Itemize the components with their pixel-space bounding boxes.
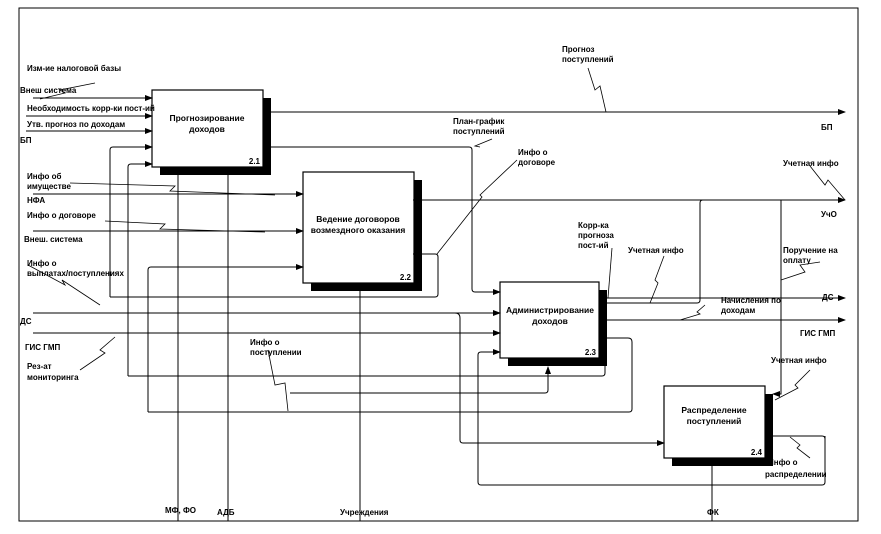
label-prognoz: Прогноз	[562, 45, 594, 54]
label-vnesh-sistema-2: Внеш. система	[24, 235, 83, 244]
label-info-imush: имуществе	[27, 182, 71, 191]
box-number: 2.2	[400, 273, 412, 282]
diagram-frame	[18, 7, 859, 522]
label-connectors	[27, 67, 846, 459]
label-neobh-korr: Необходимость корр-ки пост-ий	[27, 104, 155, 113]
label-prognoz: поступлений	[562, 55, 614, 64]
activity-box-2-1[interactable]: Прогнозирование доходов 2.1	[151, 89, 271, 175]
activity-box-2-3[interactable]: Администрирование доходов 2.3	[499, 281, 607, 366]
label-ds-out: ДС	[822, 293, 834, 302]
label-info-dogovore-2: договоре	[518, 158, 556, 167]
label-vnesh-sistema: Внеш система	[20, 86, 77, 95]
label-rez-monitoringa: Рез-ат	[27, 362, 52, 371]
box-title: Прогнозирование	[169, 113, 244, 123]
label-korr-prognoza: Корр-ка	[578, 221, 609, 230]
label-uchet-info-3: Учетная инфо	[771, 356, 827, 365]
box-title: доходов	[532, 316, 568, 326]
box-number: 2.4	[751, 448, 763, 457]
label-utv-prognoz: Утв. прогноз по доходам	[27, 120, 125, 129]
label-rez-monitoringa: мониторинга	[27, 373, 79, 382]
label-nachisleniya: доходам	[721, 306, 755, 315]
label-ucho: УчО	[821, 210, 837, 219]
label-uchet-info-2: Учетная инфо	[628, 246, 684, 255]
activity-box-2-4[interactable]: Распределение поступлений 2.4	[663, 385, 773, 466]
label-gis-gmp-in: ГИС ГМП	[25, 343, 60, 352]
box-title: Распределение	[681, 405, 747, 415]
box-title: поступлений	[687, 416, 742, 426]
label-info-raspr: распределении	[765, 470, 827, 479]
label-info-post: поступлении	[250, 348, 302, 357]
label-korr-prognoza: прогноза	[578, 231, 614, 240]
label-adb: АДБ	[217, 508, 235, 517]
label-mf-fo: МФ, ФО	[165, 506, 196, 515]
label-nachisleniya: Начисления по	[721, 296, 781, 305]
arrows	[26, 95, 846, 521]
label-bp-out: БП	[821, 123, 833, 132]
box-number: 2.3	[585, 348, 597, 357]
label-nfa: НФА	[27, 196, 45, 205]
label-info-imush: Инфо об	[27, 172, 61, 181]
label-info-raspr: Инфо о	[768, 458, 798, 467]
box-title: доходов	[189, 124, 225, 134]
label-info-post: Инфо о	[250, 338, 280, 347]
label-gis-gmp-out: ГИС ГМП	[800, 329, 835, 338]
label-korr-prognoza: пост-ий	[578, 241, 609, 250]
box-title: Администрирование	[506, 305, 594, 315]
label-plan-grafik: поступлений	[453, 127, 505, 136]
activity-box-2-2[interactable]: Ведение договоров возмездного оказания 2…	[302, 171, 422, 291]
label-izm-bazy: Изм-ие налоговой базы	[27, 64, 121, 73]
label-poruchenie: Поручение на	[783, 246, 838, 255]
box-number: 2.1	[249, 157, 261, 166]
label-info-dogovore: Инфо о договоре	[27, 211, 96, 220]
label-uchet-info: Учетная инфо	[783, 159, 839, 168]
label-bp-in: БП	[20, 136, 32, 145]
label-ds-in: ДС	[20, 317, 32, 326]
label-poruchenie: оплату	[783, 256, 811, 265]
label-fk: ФК	[707, 508, 719, 517]
label-info-vyplatah: Инфо о	[27, 259, 57, 268]
label-info-vyplatah: выплатах/поступлениях	[27, 269, 124, 278]
box-title: возмездного оказания	[311, 225, 406, 235]
label-info-dogovore-2: Инфо о	[518, 148, 548, 157]
label-plan-grafik: План-график	[453, 117, 505, 126]
box-title: Ведение договоров	[316, 214, 400, 224]
label-uchrezhdenie: Учреждения	[340, 508, 389, 517]
arrow-labels: Изм-ие налоговой базы Внеш система Необх…	[20, 45, 839, 517]
